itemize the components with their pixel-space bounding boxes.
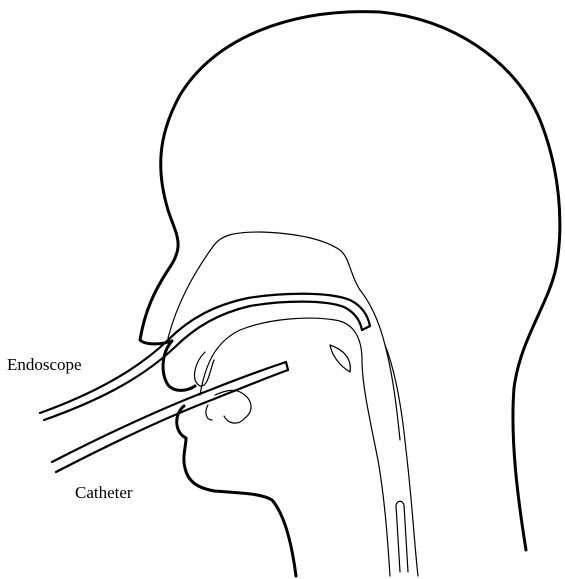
epiglottis — [330, 345, 350, 372]
upper-lip — [163, 341, 195, 390]
chin-and-throat — [177, 406, 296, 576]
tongue — [200, 318, 390, 576]
endoscope-tube — [40, 294, 370, 420]
catheter-tube — [52, 362, 288, 472]
head-outline — [140, 12, 560, 550]
nasal-cavity — [168, 232, 400, 440]
endoscope-label: Endoscope — [7, 356, 82, 373]
trachea — [396, 501, 408, 572]
pharynx-wall — [385, 345, 418, 576]
catheter-label: Catheter — [75, 484, 133, 501]
tongue-base — [206, 390, 251, 423]
